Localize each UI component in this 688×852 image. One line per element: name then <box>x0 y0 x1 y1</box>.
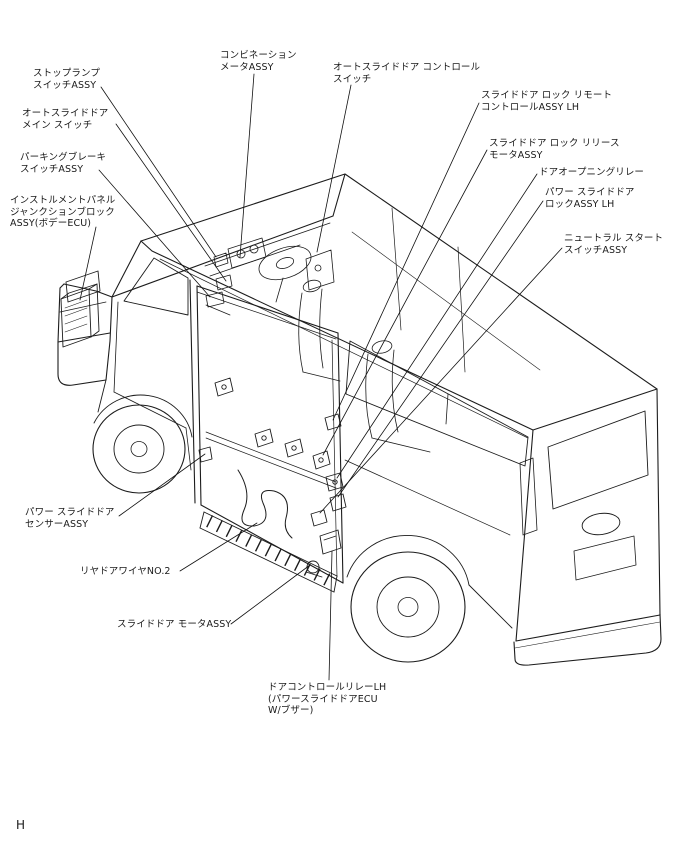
leader-door-control-relay <box>328 550 333 681</box>
slide-door-sensor-part <box>198 446 213 463</box>
step-ribs <box>206 515 333 587</box>
steering-wheel <box>258 245 312 281</box>
leader-neutral-start-switch <box>319 247 563 514</box>
page-letter: H <box>16 818 26 832</box>
dashboard <box>204 222 331 267</box>
quarter-panel <box>344 340 529 536</box>
callout-combination-meter: コンビネーション メータASSY <box>220 50 297 73</box>
rear-wheel <box>346 535 513 663</box>
quarter-window <box>345 340 529 467</box>
front-door-window <box>123 257 189 316</box>
remote-control-part <box>324 413 342 431</box>
leader-door-opening-relay <box>336 173 538 479</box>
leader-slide-door-lock-release-motor <box>322 149 488 456</box>
brand-emblem <box>581 512 621 536</box>
callout-power-slide-door-sensor: パワー スライドドア センサーASSY <box>25 507 115 530</box>
leader-instrument-panel-junction-block <box>79 226 97 301</box>
callout-neutral-start-switch: ニュートラル スタート スイッチASSY <box>564 233 664 256</box>
rear-bumper <box>513 613 662 666</box>
main-switch-part <box>215 274 233 291</box>
rear-window <box>547 410 649 510</box>
leader-combination-meter <box>239 73 255 258</box>
leader-slide-door-motor <box>230 564 311 625</box>
callout-slide-door-lock-remote-control: スライドドア ロック リモート コントロールASSY LH <box>481 90 613 113</box>
leader-power-slide-door-lock <box>337 200 544 498</box>
callout-stop-lamp-switch: ストップランプ スイッチASSY <box>33 68 100 91</box>
van-front <box>57 173 346 413</box>
front-door <box>113 257 196 504</box>
license-recess <box>573 535 637 581</box>
callout-slide-door-motor: スライドドア モータASSY <box>117 619 232 630</box>
leader-power-slide-door-sensor <box>118 453 206 517</box>
rear-face <box>513 388 662 666</box>
callout-slide-door-lock-release-motor: スライドドア ロック リリース モータASSY <box>489 138 620 161</box>
leader-auto-slide-door-main-switch <box>115 123 227 282</box>
callout-auto-slide-door-main-switch: オートスライドドア メイン スイッチ <box>22 108 109 131</box>
door-mechanism-parts <box>198 377 347 578</box>
callout-door-opening-relay: ドアオープニングリレー <box>539 167 645 178</box>
taillight <box>519 457 538 536</box>
callout-door-control-relay: ドアコントロールリレーLH (パワースライドドアECU W/ブザー) <box>268 682 387 716</box>
door-guide-rail <box>205 431 337 483</box>
headlight <box>65 270 101 303</box>
leader-parking-brake-switch <box>98 169 211 298</box>
center-console <box>305 249 335 291</box>
lock-release-motor-part <box>312 450 331 470</box>
leader-rear-door-wire-no2 <box>179 522 258 572</box>
callout-power-slide-door-lock: パワー スライドドア ロックASSY LH <box>545 187 635 210</box>
callout-rear-door-wire-no2: リヤドアワイヤNO.2 <box>80 566 171 577</box>
callout-parking-brake-switch: パーキングブレーキ スイッチASSY <box>20 152 107 175</box>
front-seat <box>302 279 322 293</box>
callout-instrument-panel-junction-block: インストルメントパネル ジャンクションブロック ASSY(ボデーECU) <box>10 195 116 229</box>
leader-auto-slide-door-control-switch <box>316 84 352 253</box>
leader-slide-door-lock-remote-control <box>332 102 480 421</box>
interior <box>204 207 541 453</box>
door-opening-relay-part <box>325 472 344 492</box>
front-wheel <box>92 394 193 494</box>
stop-lamp-switch-part <box>213 252 229 268</box>
neutral-start-switch-part <box>310 509 328 527</box>
door-step <box>199 511 338 593</box>
leader-stop-lamp-switch <box>100 86 217 258</box>
door-control-relay-part <box>319 529 342 555</box>
power-slide-door-lock-part <box>329 493 347 512</box>
rear-seat <box>371 340 393 354</box>
parking-brake-switch-part <box>205 291 225 308</box>
callout-auto-slide-door-control-switch: オートスライドドア コントロール スイッチ <box>333 62 481 85</box>
leader-lines <box>79 73 563 681</box>
rear-door-wire-part <box>237 469 293 539</box>
junction-block-part <box>60 283 100 348</box>
